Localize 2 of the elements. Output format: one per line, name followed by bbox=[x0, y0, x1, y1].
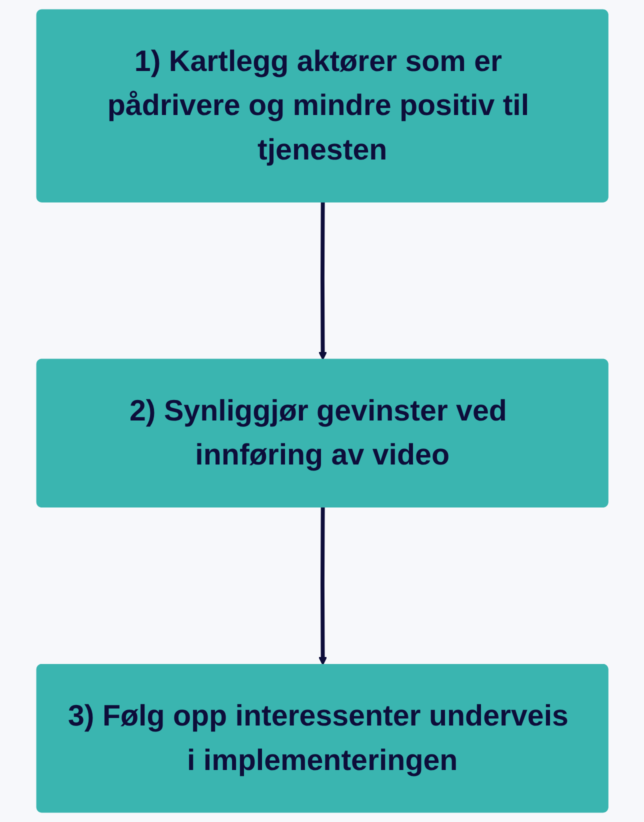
arrow bbox=[318, 202, 327, 360]
arrow bbox=[318, 507, 327, 666]
